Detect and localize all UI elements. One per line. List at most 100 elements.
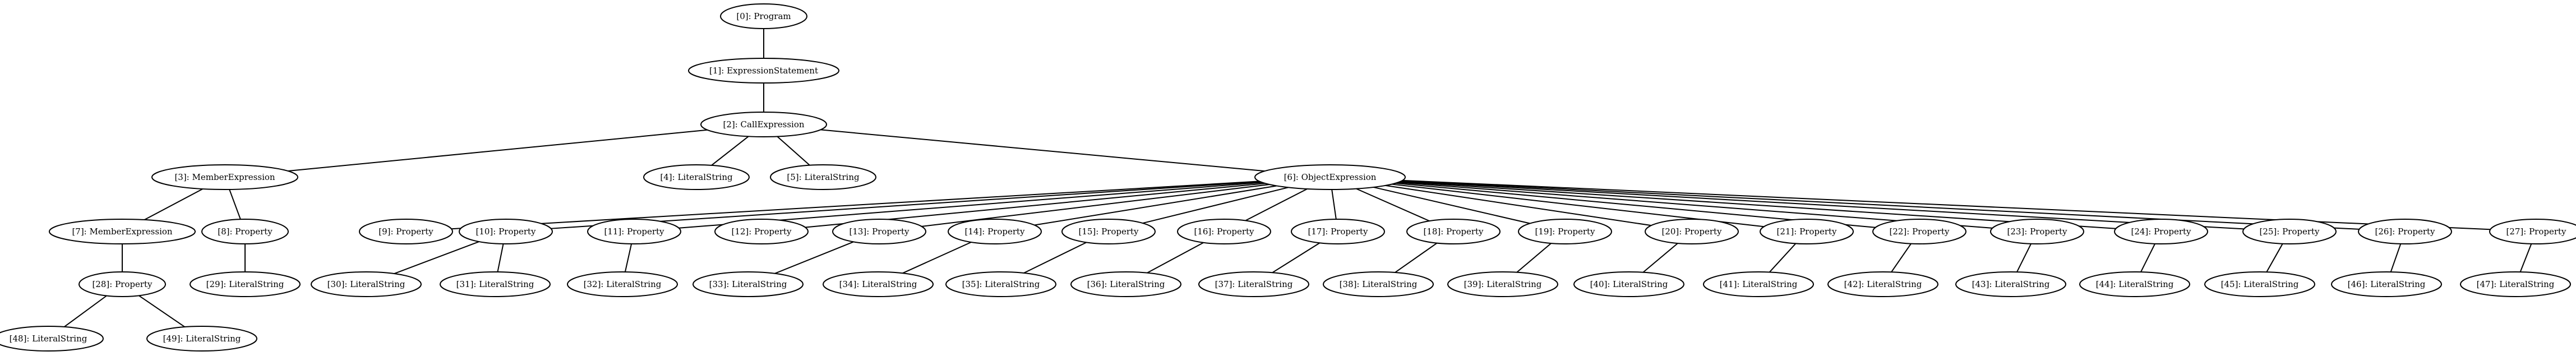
- node-ellipse: [2331, 271, 2442, 297]
- edge-6-19: [1373, 186, 1530, 224]
- node-label: [1]: ExpressionStatement: [709, 66, 818, 76]
- node-label: [34]: LiteralString: [839, 279, 917, 289]
- tree-node-31: [31]: LiteralString: [440, 271, 551, 297]
- tree-node-46: [46]: LiteralString: [2331, 271, 2442, 297]
- node-label: [13]: Property: [849, 226, 910, 237]
- tree-node-15: [15]: Property: [1061, 219, 1156, 244]
- tree-node-32: [32]: LiteralString: [567, 271, 678, 297]
- node-label: [16]: Property: [1194, 226, 1254, 237]
- edge-6-23: [1398, 182, 1993, 229]
- tree-node-20: [20]: Property: [1645, 219, 1739, 244]
- edge-6-16: [1245, 188, 1308, 221]
- node-label: [27]: Property: [2506, 226, 2566, 237]
- edge-6-18: [1356, 188, 1430, 222]
- edge-3-7: [144, 188, 203, 220]
- node-label: [31]: LiteralString: [456, 279, 534, 289]
- node-ellipse: [832, 219, 926, 244]
- tree-node-18: [18]: Property: [1406, 219, 1501, 244]
- node-label: [36]: LiteralString: [1087, 279, 1165, 289]
- node-label: [19]: Property: [1535, 226, 1595, 237]
- edge-17-37: [1272, 242, 1321, 274]
- node-ellipse: [948, 219, 1042, 244]
- node-ellipse: [823, 271, 934, 297]
- node-ellipse: [1955, 271, 2066, 297]
- tree-node-44: [44]: LiteralString: [2079, 271, 2190, 297]
- edge-20-40: [1642, 243, 1678, 273]
- edge-6-20: [1385, 184, 1651, 226]
- tree-node-30: [30]: LiteralString: [311, 271, 422, 297]
- node-ellipse: [311, 271, 422, 297]
- tree-node-4: [4]: LiteralString: [643, 164, 750, 190]
- node-ellipse: [1760, 219, 1854, 244]
- edge-18-38: [1395, 242, 1438, 273]
- node-label: [24]: Property: [2131, 226, 2191, 237]
- node-label: [12]: Property: [731, 226, 792, 237]
- edge-11-32: [624, 243, 633, 272]
- node-ellipse: [720, 3, 807, 29]
- edge-2-3: [288, 129, 708, 172]
- node-ellipse: [1070, 271, 1181, 297]
- tree-node-24: [24]: Property: [2114, 219, 2208, 244]
- tree-node-22: [22]: Property: [1872, 219, 1966, 244]
- node-label: [45]: LiteralString: [2221, 279, 2299, 289]
- tree-node-8: [8]: Property: [201, 219, 289, 244]
- node-label: [38]: LiteralString: [1340, 279, 1418, 289]
- edge-6-25: [1401, 181, 2244, 230]
- node-label: [37]: LiteralString: [1215, 279, 1293, 289]
- node-label: [22]: Property: [1889, 226, 1950, 237]
- tree-node-5: [5]: LiteralString: [770, 164, 876, 190]
- tree-node-9: [9]: Property: [359, 219, 453, 244]
- node-ellipse: [359, 219, 453, 244]
- edge-23-43: [2016, 243, 2032, 272]
- node-label: [4]: LiteralString: [660, 172, 733, 182]
- edge-21-41: [1769, 243, 1797, 273]
- tree-node-7: [7]: MemberExpression: [49, 219, 196, 244]
- node-ellipse: [700, 112, 827, 137]
- node-label: [18]: Property: [1423, 226, 1484, 237]
- node-ellipse: [1254, 164, 1406, 190]
- tree-nodes: [0]: Program[1]: ExpressionStatement[2]:…: [0, 3, 2576, 352]
- node-label: [41]: LiteralString: [1720, 279, 1798, 289]
- node-label: [49]: LiteralString: [163, 334, 241, 344]
- edge-26-46: [2390, 243, 2402, 272]
- edge-16-36: [1147, 242, 1204, 274]
- edge-25-45: [2266, 243, 2283, 272]
- tree-node-2: [2]: CallExpression: [700, 112, 827, 137]
- edge-6-9: [451, 181, 1259, 230]
- edge-15-35: [1023, 242, 1087, 274]
- node-label: [8]: Property: [218, 226, 273, 237]
- tree-node-21: [21]: Property: [1760, 219, 1854, 244]
- node-label: [44]: LiteralString: [2096, 279, 2174, 289]
- tree-node-26: [26]: Property: [2358, 219, 2452, 244]
- node-label: [32]: LiteralString: [584, 279, 662, 289]
- node-ellipse: [1447, 271, 1558, 297]
- node-ellipse: [49, 219, 196, 244]
- node-label: [9]: Property: [378, 226, 433, 237]
- tree-node-6: [6]: ObjectExpression: [1254, 164, 1406, 190]
- tree-node-14: [14]: Property: [948, 219, 1042, 244]
- tree-node-35: [35]: LiteralString: [945, 271, 1056, 297]
- tree-node-11: [11]: Property: [587, 219, 681, 244]
- tree-node-33: [33]: LiteralString: [693, 271, 804, 297]
- node-label: [17]: Property: [1308, 226, 1368, 237]
- edge-2-4: [711, 136, 749, 166]
- node-ellipse: [2489, 219, 2576, 244]
- tree-node-3: [3]: MemberExpression: [151, 164, 298, 190]
- node-label: [39]: LiteralString: [1464, 279, 1542, 289]
- node-ellipse: [1872, 219, 1966, 244]
- node-label: [47]: LiteralString: [2477, 279, 2555, 289]
- edge-10-31: [497, 243, 504, 272]
- node-ellipse: [643, 164, 750, 190]
- tree-node-42: [42]: LiteralString: [1827, 271, 1938, 297]
- tree-node-13: [13]: Property: [832, 219, 926, 244]
- node-ellipse: [688, 58, 839, 84]
- node-ellipse: [459, 219, 553, 244]
- node-ellipse: [2204, 271, 2315, 297]
- edge-6-17: [1331, 189, 1337, 220]
- tree-node-23: [23]: Property: [1990, 219, 2084, 244]
- node-label: [29]: LiteralString: [206, 279, 284, 289]
- edge-10-30: [394, 241, 479, 275]
- node-ellipse: [2242, 219, 2337, 244]
- tree-node-41: [41]: LiteralString: [1703, 271, 1814, 297]
- node-ellipse: [770, 164, 876, 190]
